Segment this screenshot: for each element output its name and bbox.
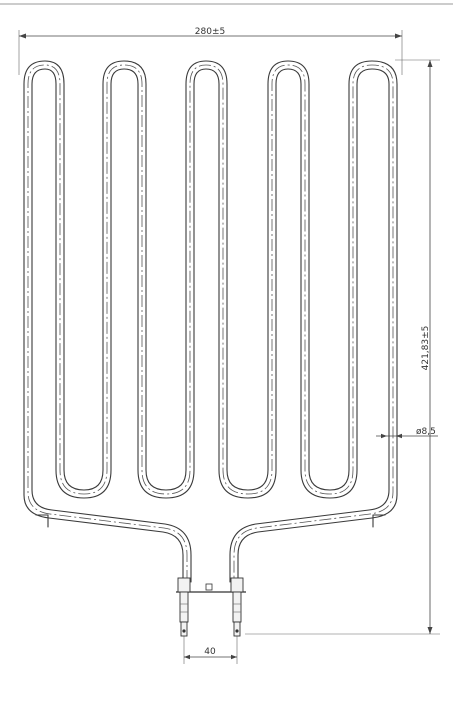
plate-tab bbox=[205, 583, 213, 591]
diameter-dimension-label: ø8,5 bbox=[416, 427, 436, 437]
tube-outer-edge bbox=[23, 60, 398, 583]
tube-inner-edge bbox=[31, 68, 390, 583]
width-dimension-label: 280±5 bbox=[195, 27, 225, 37]
width-dimension: 280±5 bbox=[18, 27, 403, 75]
right-terminal-nut bbox=[230, 577, 244, 593]
height-dimension: 421,83±5 bbox=[245, 59, 440, 635]
terminal-spacing-dimension: 40 bbox=[183, 630, 238, 664]
tube-corner-mark-left bbox=[35, 514, 49, 528]
tube-corner-mark-right bbox=[372, 514, 386, 528]
left-terminal-body bbox=[179, 591, 189, 623]
terminal-spacing-label: 40 bbox=[204, 647, 216, 657]
heating-tube bbox=[23, 60, 398, 583]
left-terminal-pin bbox=[180, 621, 188, 637]
diameter-dimension: ø8,5 bbox=[376, 427, 438, 439]
right-terminal-pin bbox=[233, 621, 241, 637]
left-terminal-nut bbox=[177, 577, 191, 593]
right-terminal-body bbox=[232, 591, 242, 623]
left-terminal-hole bbox=[182, 629, 186, 633]
terminal-assembly bbox=[176, 577, 246, 637]
height-dimension-label: 421,83±5 bbox=[421, 326, 431, 371]
tube-centerline bbox=[27, 64, 394, 582]
right-terminal-hole bbox=[235, 629, 239, 633]
